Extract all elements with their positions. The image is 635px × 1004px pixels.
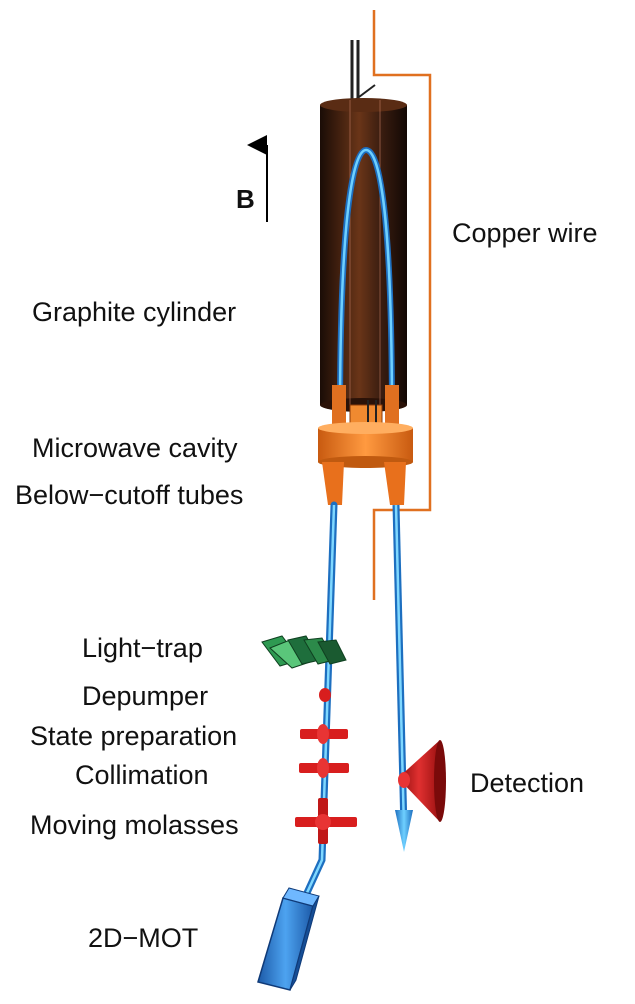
- atom-beam-left: [286, 501, 338, 934]
- copper-wire-label: Copper wire: [452, 218, 598, 248]
- moving-molasses-label: Moving molasses: [30, 810, 239, 840]
- depumper-label: Depumper: [82, 681, 209, 711]
- mot-2d-chamber: [257, 887, 320, 991]
- detection-cone: [398, 740, 446, 822]
- microwave-cavity-label: Microwave cavity: [32, 433, 238, 463]
- light-trap-label: Light−trap: [82, 633, 203, 663]
- atom-beam-right: [392, 504, 413, 852]
- below-cutoff-tubes: [322, 462, 406, 505]
- moving-molasses-beams: [295, 798, 357, 844]
- state-preparation-label: State preparation: [30, 721, 238, 751]
- below-cutoff-tubes-label: Below−cutoff tubes: [15, 480, 244, 510]
- collimation-label: Collimation: [75, 760, 209, 790]
- graphite-cylinder-label: Graphite cylinder: [32, 297, 237, 327]
- atom-trajectory-fountain: [337, 146, 395, 421]
- mot-2d-label: 2D−MOT: [88, 923, 199, 953]
- b-field-label: B: [236, 184, 255, 214]
- light-trap: [261, 635, 347, 669]
- cavity-supports: [332, 385, 399, 430]
- copper-wire: [372, 10, 432, 600]
- state-preparation-beams: [300, 724, 348, 744]
- microwave-cavity: [318, 422, 413, 468]
- collimation-beams: [299, 758, 349, 778]
- detection-label: Detection: [470, 768, 585, 798]
- depumper-beam: [319, 688, 331, 702]
